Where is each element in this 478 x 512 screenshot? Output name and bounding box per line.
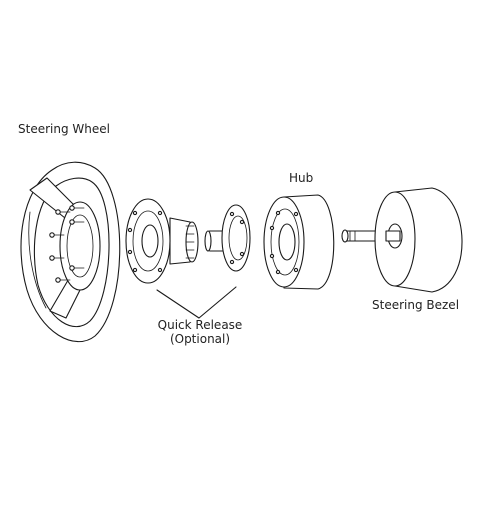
hub-bore	[278, 223, 296, 261]
wheel-hub-inner-ring	[66, 214, 94, 278]
hub-bolt-holes	[269, 210, 299, 275]
wheel-rim-highlight	[28, 211, 47, 309]
quick-release-label: Quick Release (Optional)	[147, 318, 253, 346]
quick-release-callout	[156, 286, 237, 319]
shaft-through-bezel	[385, 230, 401, 242]
hub-label: Hub	[289, 171, 314, 185]
hub-face-ring	[270, 208, 300, 276]
qr-adapter-holes	[229, 211, 245, 265]
shaft-spline	[349, 230, 356, 242]
qr-adapter-plate	[221, 204, 251, 272]
steering-wheel	[20, 161, 121, 343]
steering-bezel	[374, 187, 463, 293]
qr-flange-holes	[127, 210, 163, 273]
shaft-tip	[341, 229, 349, 243]
qr-adapter-plate-ring	[228, 215, 248, 261]
qr-spline-teeth	[185, 225, 195, 259]
steering-bezel-label: Steering Bezel	[372, 298, 460, 312]
quick-release-label-line2: (Optional)	[169, 332, 231, 346]
callouts	[156, 286, 237, 319]
wheel-bolts	[49, 205, 85, 283]
hub	[263, 194, 335, 290]
steering-wheel-label: Steering Wheel	[18, 122, 110, 136]
quick-release-label-line1: Quick Release	[157, 318, 243, 332]
qr-flange-ring	[132, 210, 164, 272]
quick-release	[125, 198, 251, 284]
qr-adapter-shaft-end	[204, 230, 212, 252]
qr-bore	[141, 224, 159, 258]
